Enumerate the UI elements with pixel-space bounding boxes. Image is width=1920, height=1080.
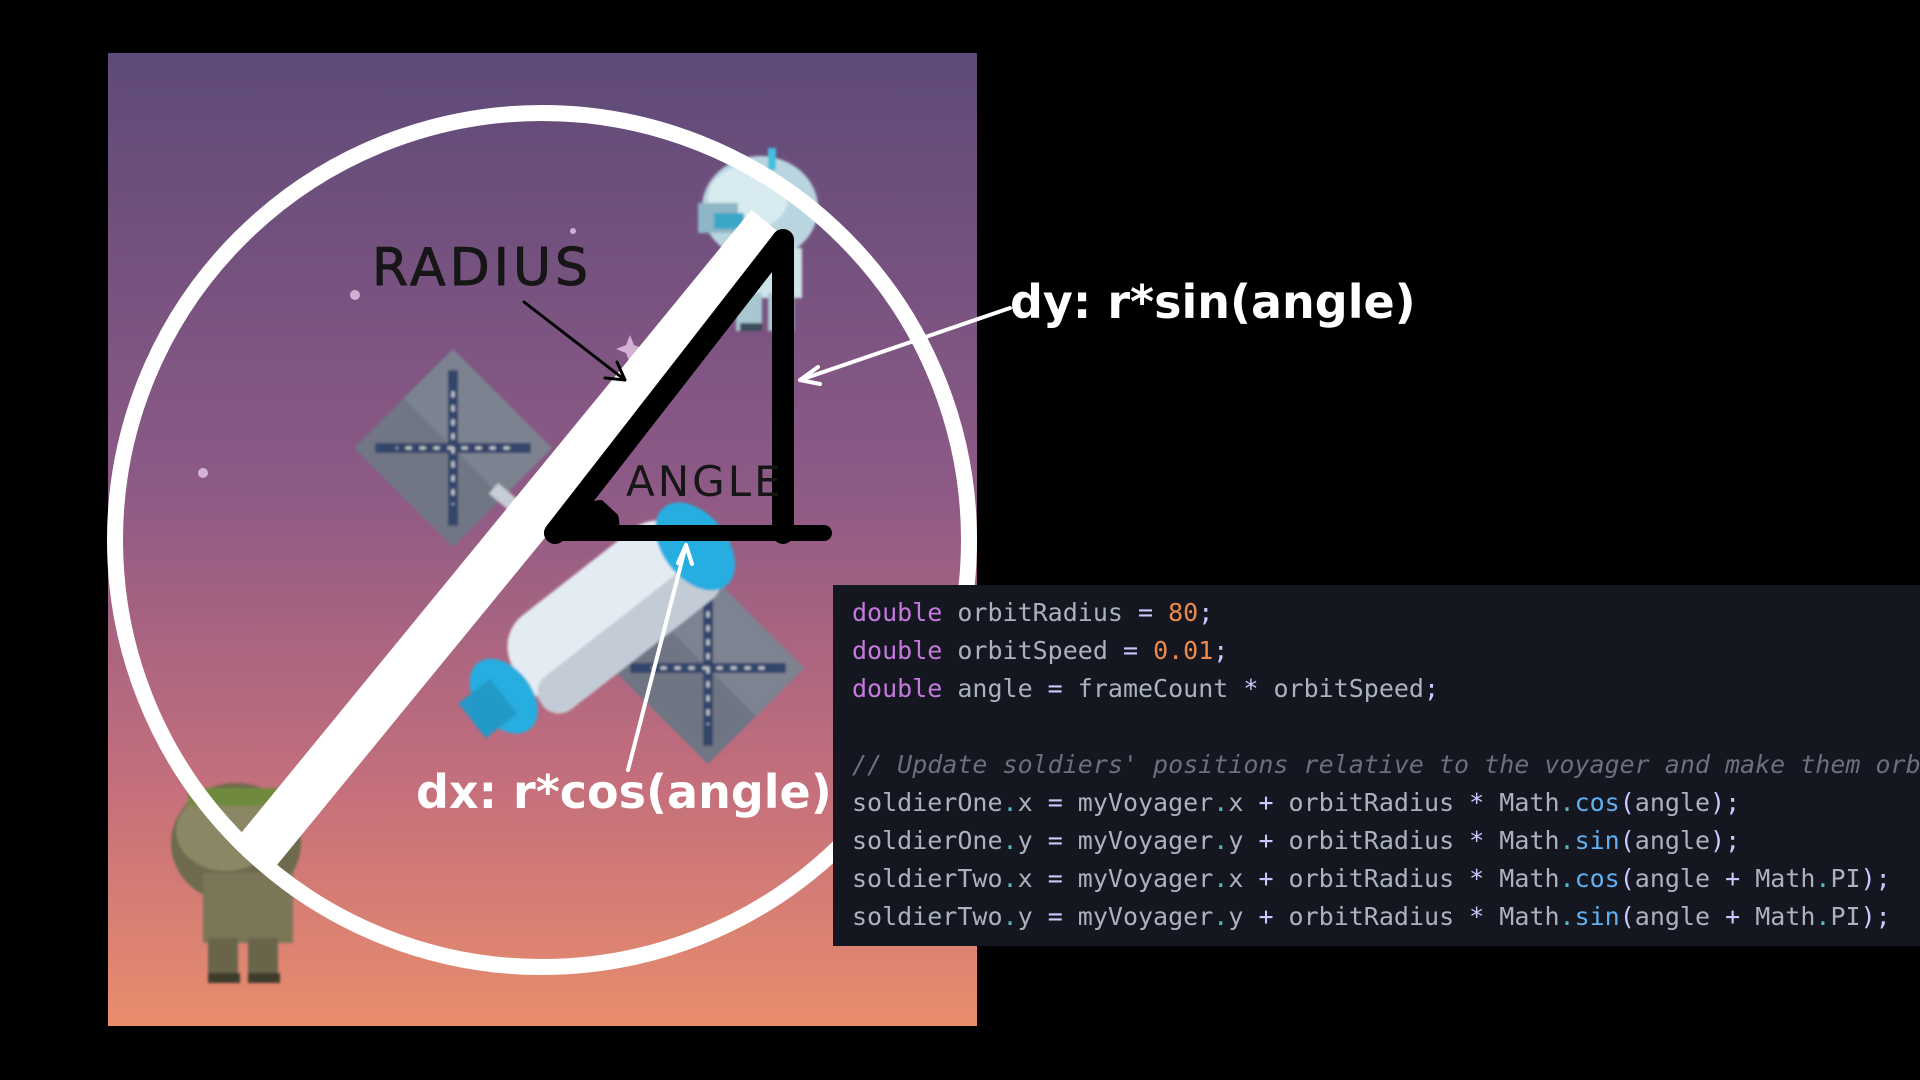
code-line: double orbitRadius = 80; (852, 598, 1214, 627)
radius-label: RADIUS (371, 238, 593, 299)
code-line: double orbitSpeed = 0.01; (852, 636, 1229, 665)
code-line: soldierOne.x = myVoyager.x + orbitRadius… (852, 788, 1741, 817)
angle-label: ANGLE (626, 457, 784, 506)
code-line: soldierOne.y = myVoyager.y + orbitRadius… (852, 826, 1741, 855)
dx-formula-label: dx: r*cos(angle) (416, 765, 832, 819)
code-line: // Update soldiers' positions relative t… (852, 750, 1920, 779)
code-block: double orbitRadius = 80; double orbitSpe… (852, 594, 1920, 936)
dy-formula-label: dy: r*sin(angle) (1010, 275, 1416, 329)
code-line: soldierTwo.y = myVoyager.y + orbitRadius… (852, 902, 1891, 931)
code-line: double angle = frameCount * orbitSpeed; (852, 674, 1440, 703)
code-panel: double orbitRadius = 80; double orbitSpe… (833, 585, 1920, 946)
code-line: soldierTwo.x = myVoyager.x + orbitRadius… (852, 864, 1891, 893)
